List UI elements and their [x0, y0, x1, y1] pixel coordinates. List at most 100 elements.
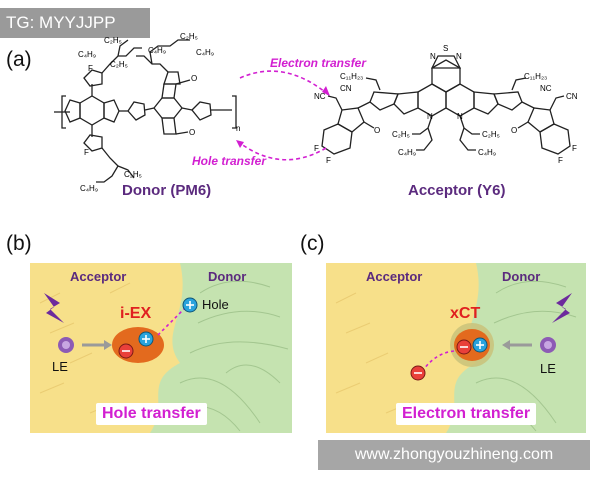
- co-left: [363, 121, 375, 129]
- donor-chain-label-2: C₄H₉: [78, 50, 96, 59]
- hole-path-arrow: [157, 308, 185, 336]
- donor-chain-label-3: C₄H₉: [148, 46, 166, 55]
- co-right: [517, 121, 529, 129]
- thiophene-top: [83, 69, 103, 87]
- lightning-icon: [44, 293, 64, 323]
- bdd-chain: [136, 39, 190, 73]
- donor-chain-label-7: C₄H₉: [80, 184, 98, 193]
- donor-chain-label-5: C₄H₉: [196, 48, 214, 57]
- donor-fluorine-1: F: [88, 64, 93, 73]
- thiophene-link-2: [191, 101, 212, 121]
- acceptor-c4-right: C₄H₉: [478, 148, 496, 157]
- core-right-2: [473, 91, 499, 115]
- vinyl-left: [357, 101, 371, 109]
- acceptor-c11-left: C₁₁H₂₃: [340, 72, 364, 81]
- ketone-2: [175, 131, 189, 135]
- cn-right: [549, 95, 565, 111]
- donor-chain-label-8: C₂H₅: [110, 60, 128, 69]
- thiophene-bottom: [83, 134, 103, 152]
- electron-arrowhead: [322, 86, 330, 96]
- n-chain-left: [412, 115, 433, 151]
- n-chain-right: [459, 115, 480, 151]
- donor-chain-label-6: C₂H₅: [124, 170, 142, 179]
- branch-bottom: [117, 165, 135, 179]
- donor-n-subscript: n: [236, 124, 241, 133]
- panel-b-label: (b): [6, 232, 32, 255]
- lightning-icon: [552, 293, 572, 323]
- electron-transfer-arrow: [239, 70, 331, 97]
- panel-b-transfer-label: Hole transfer: [96, 403, 207, 425]
- ic-right-5: [527, 107, 555, 133]
- panel-a-structures: [54, 39, 571, 183]
- right-bracket: [232, 95, 237, 129]
- le-exciton-core: [62, 341, 70, 349]
- donor-oxygen-1: O: [191, 74, 198, 83]
- panel-b-box: Acceptor Donor i-EX Hole LE Hole transfe…: [30, 263, 292, 433]
- hole-transfer-arrow: [235, 139, 327, 161]
- acceptor-n-top-left: N: [430, 52, 436, 61]
- tg-tag: TG: MYYJJPP: [0, 8, 150, 38]
- panel-b-donor-label: Donor: [208, 269, 247, 284]
- panel-a-label: (a): [6, 48, 32, 71]
- le-arrowhead: [502, 340, 510, 350]
- donor-chain-label-4: C₂H₅: [180, 32, 198, 41]
- c11-right-bond: [511, 77, 527, 91]
- hole-transfer-label: Hole transfer: [192, 154, 267, 168]
- bdd-ring: [153, 97, 183, 119]
- panel-c-acceptor-label: Acceptor: [366, 269, 423, 284]
- acceptor-s-top: S: [443, 44, 449, 53]
- donor-name: Donor (PM6): [122, 182, 212, 199]
- thiophene-link-1: [127, 101, 146, 121]
- acceptor-f-4: F: [558, 156, 563, 165]
- acceptor-f-1: F: [314, 144, 319, 153]
- acceptor-c4-left: C₄H₉: [398, 148, 416, 157]
- acceptor-cn-3: NC: [540, 84, 552, 93]
- acceptor-f-2: F: [326, 156, 331, 165]
- bdt-ring-right: [103, 99, 120, 123]
- donor-chain-label-1: C₂H₅: [104, 36, 122, 45]
- bdd-top: [161, 83, 177, 99]
- acceptor-cn-2: CN: [340, 84, 352, 93]
- acceptor-o-right: O: [511, 126, 518, 135]
- acceptor-c2-right: C₂H₅: [482, 130, 500, 139]
- ic-left-5: [337, 107, 365, 133]
- bdd-thiophene: [163, 71, 181, 85]
- acceptor-cn-1: NC: [314, 92, 326, 101]
- le-arrowhead: [104, 340, 112, 350]
- acceptor-c2-left: C₂H₅: [392, 130, 410, 139]
- acceptor-n-top-right: N: [456, 52, 462, 61]
- acceptor-cn-4: CN: [566, 92, 578, 101]
- panel-b-le-label: LE: [52, 359, 68, 374]
- hole-arrowhead: [236, 140, 244, 148]
- acceptor-c11-right: C₁₁H₂₃: [524, 72, 548, 81]
- le-exciton-core: [544, 341, 552, 349]
- panel-c-donor-label: Donor: [502, 269, 541, 284]
- donor-structure: [54, 39, 237, 183]
- electron-transfer-label: Electron transfer: [270, 56, 367, 70]
- site-watermark: www.zhongyouzhineng.com: [318, 440, 590, 470]
- donor-fluorine-2: F: [84, 148, 89, 157]
- panel-c-transfer-label: Electron transfer: [396, 403, 537, 425]
- panel-b-scene: [30, 263, 292, 433]
- panel-c-scene: [326, 263, 586, 433]
- chain-top: [101, 47, 142, 74]
- ic-left-6: [321, 123, 353, 155]
- panel-c-label: (c): [300, 232, 325, 255]
- donor-region: [446, 263, 586, 433]
- ic-right-6: [539, 123, 571, 155]
- core-left-3: [369, 91, 399, 111]
- panel-c-le-label: LE: [540, 361, 556, 376]
- vinyl-right: [521, 101, 535, 109]
- branch-top: [117, 39, 129, 57]
- panel-b-acceptor-label: Acceptor: [70, 269, 127, 284]
- bdd-bottom: [161, 117, 177, 135]
- acceptor-texture: [335, 292, 411, 414]
- bond-link-2: [144, 107, 155, 111]
- electron-path-arrow: [423, 350, 455, 370]
- bond-link-3: [181, 107, 193, 111]
- donor-oxygen-2: O: [189, 128, 196, 137]
- ketone-1: [175, 79, 191, 85]
- bdt-ring-left: [64, 99, 81, 123]
- panel-b-state-label: i-EX: [120, 305, 152, 322]
- thiadiazole: [430, 55, 462, 69]
